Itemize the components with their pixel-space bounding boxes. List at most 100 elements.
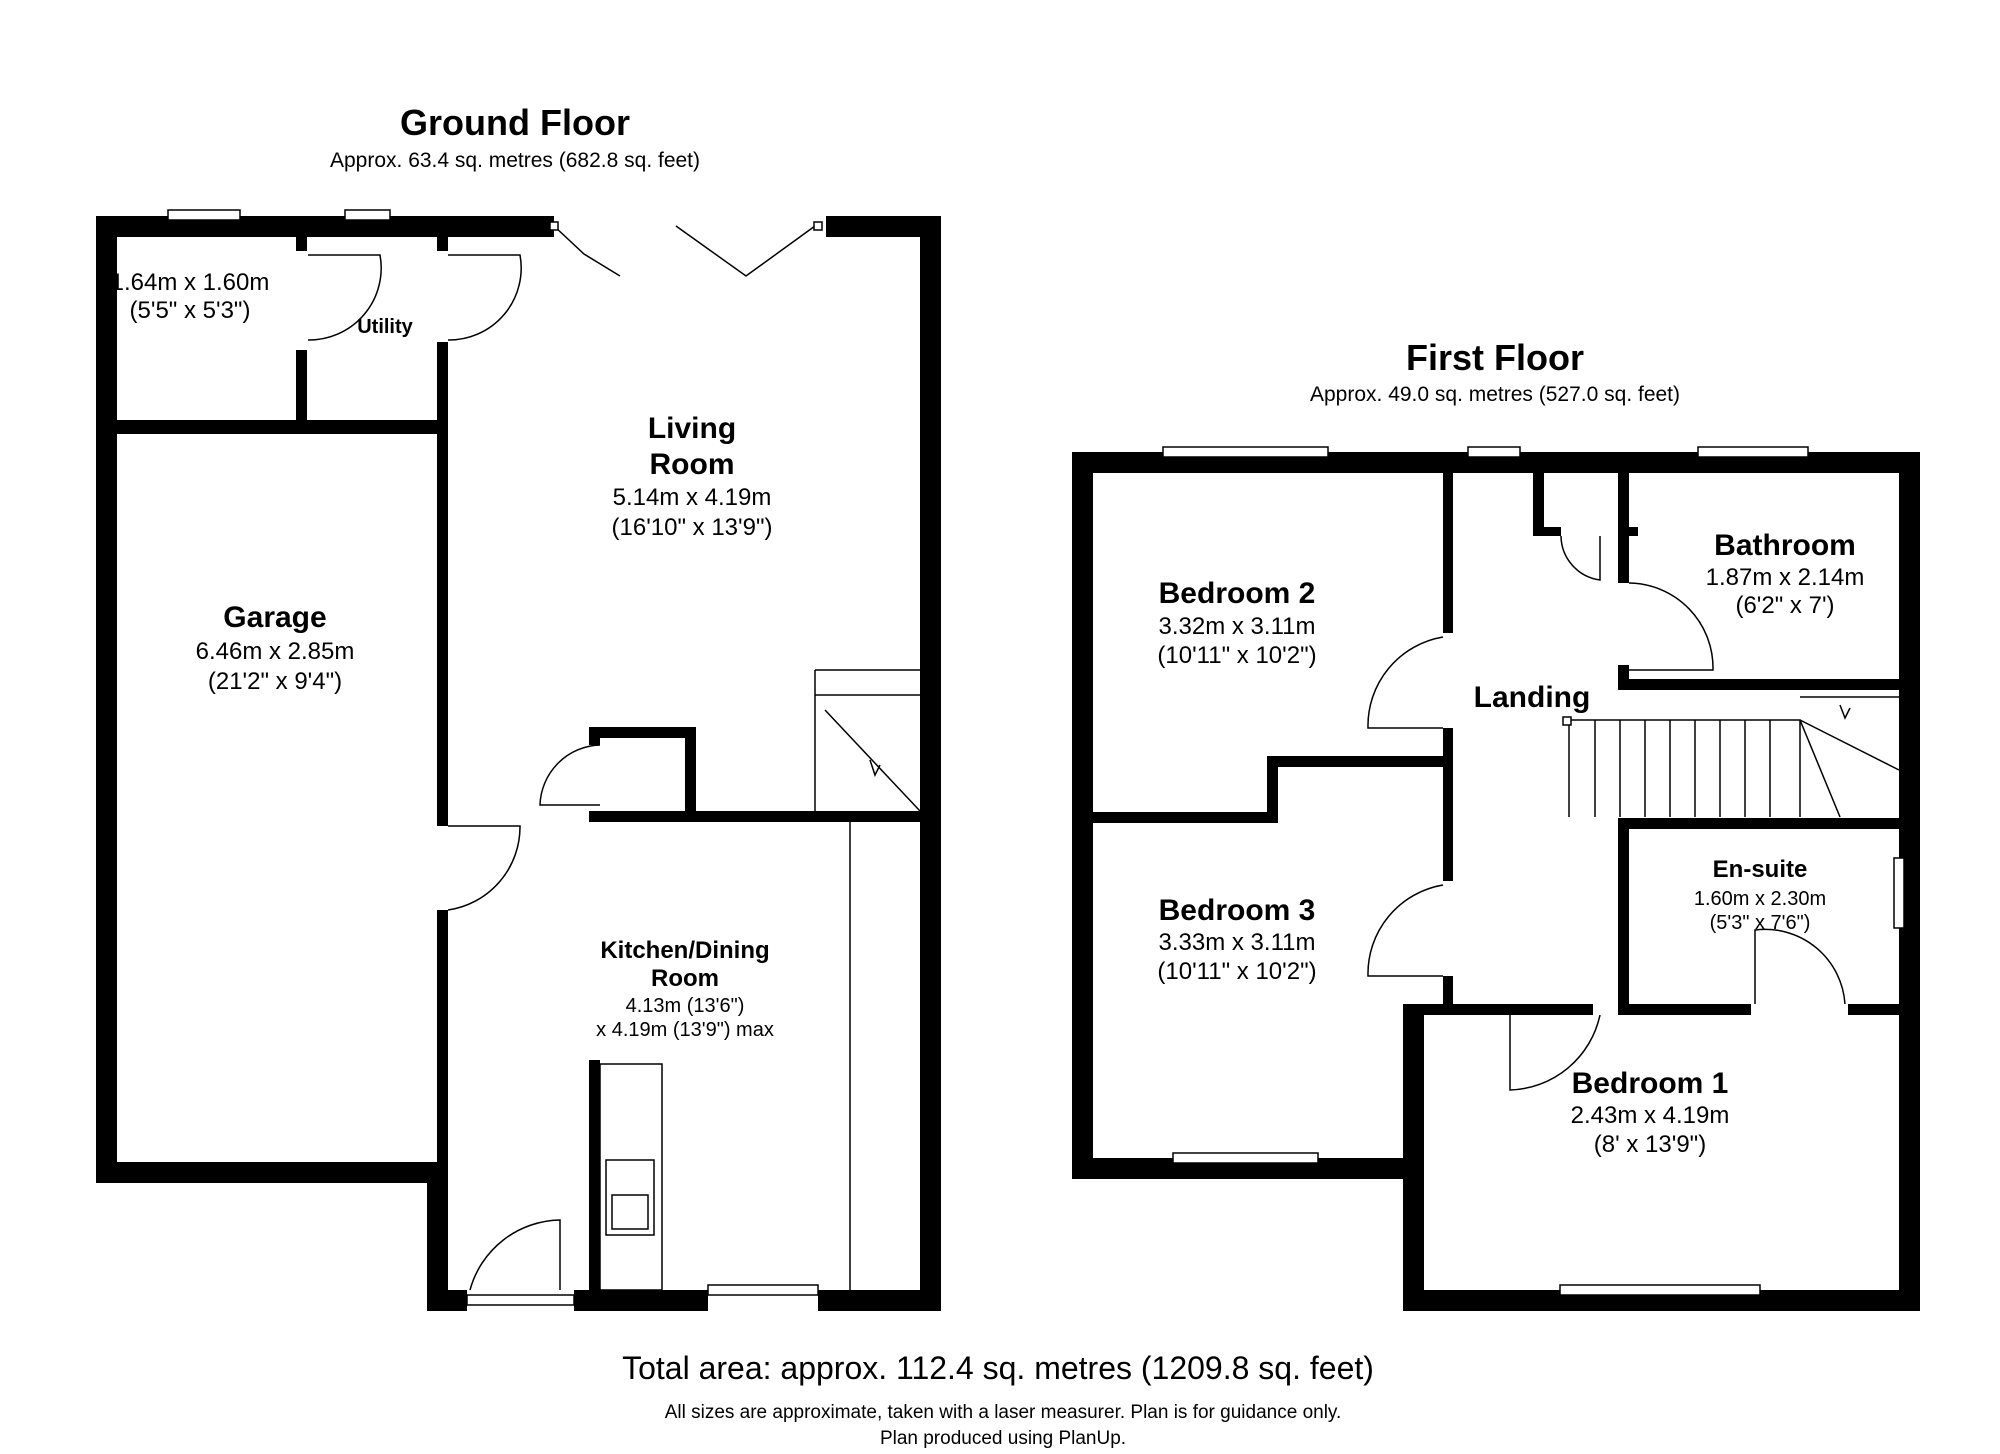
gf-window-1 [167,209,241,221]
ff-door-bed3 [1367,884,1444,977]
gf-door-garage [447,825,521,911]
ff-wall-cupboard-left [1533,473,1544,535]
gf-wall-bottom-b [574,1290,708,1311]
living-room-name-1: Living [648,412,736,445]
gf-door-cupboard [539,744,601,806]
bathroom-dim-ft: (6'2" x 7') [1735,592,1834,619]
gf-cupboard-right [685,727,696,822]
footer-note-2: Plan produced using PlanUp. [880,1428,1126,1449]
kitchen-dim-2: x 4.19m (13'9") max [596,1019,774,1041]
garage-name: Garage [223,601,326,634]
gf-kitchen-counter [599,1063,663,1291]
ff-door-bath [1628,582,1714,671]
gf-wall-bottom-c [818,1290,941,1311]
living-room-dim-m: 5.14m x 4.19m [613,484,772,511]
footer-note-1: All sizes are approximate, taken with a … [665,1402,1342,1423]
ff-wall-right [1899,452,1920,1311]
ff-window-bed3 [1172,1152,1319,1164]
first-floor-plan: First Floor Approx. 49.0 sq. metres (527… [1072,337,1920,1311]
ff-door-cupboard [1560,535,1601,581]
gf-wall-kitchen-top [589,811,941,822]
ff-wall-cupboard-bottom [1533,527,1561,536]
gf-wall-garage-lower [437,910,448,1170]
ff-wall-bed2-step-top [1267,756,1453,767]
ff-wall-bed3-right-low [1443,976,1453,1008]
gf-window-door [466,1294,575,1306]
utility-label: Utility [357,316,413,338]
gf-wall-left-lower [427,1162,448,1311]
footer: Total area: approx. 112.4 sq. metres (12… [622,1350,1374,1449]
ff-door-ensuite [1754,928,1846,1005]
gf-wall-bottom-a [427,1290,467,1311]
ff-wall-bed2-bottom [1093,812,1278,823]
gf-cupboard-top [589,727,696,738]
ff-window-landing [1467,446,1521,458]
kitchen-name-2: Room [651,965,719,992]
first-floor-title: First Floor [1406,337,1584,378]
gf-wall-store-utility [296,237,307,251]
store-dim-ft: (5'5" x 5'3") [130,297,251,324]
kitchen-dim-1: 4.13m (13'6") [626,995,745,1017]
ff-window-ensuite [1893,857,1905,929]
first-floor-area: Approx. 49.0 sq. metres (527.0 sq. feet) [1310,383,1680,406]
gf-wall-top-left [96,216,554,237]
garage-dim-m: 6.46m x 2.85m [196,638,355,665]
bathroom-dim-m: 1.87m x 2.14m [1706,564,1865,591]
ff-wall-bottom [1403,1290,1920,1311]
ff-wall-ensuite-bottom-r [1848,1004,1920,1015]
gf-wall-utility-right-top [437,237,448,251]
kitchen-name-1: Kitchen/Dining [600,937,769,964]
ff-wall-ensuite-bottom [1618,1004,1751,1015]
gf-sink-bowl [611,1194,649,1230]
gf-door-store [307,254,382,341]
gf-wall-left [96,216,117,1183]
gf-wall-top-right [826,216,941,237]
gf-stairs [814,669,921,812]
ff-wall-bath-bottom [1618,679,1920,690]
landing-name: Landing [1474,681,1591,714]
ground-floor-title: Ground Floor [400,102,630,143]
ensuite-name: En-suite [1713,856,1808,883]
bedroom1-dim-m: 2.43m x 4.19m [1571,1102,1730,1129]
gf-window-3 [707,1284,819,1296]
gf-wall-right [920,216,941,1311]
total-area: Total area: approx. 112.4 sq. metres (12… [622,1350,1374,1386]
ff-wall-bed1-left [1403,1008,1424,1311]
ff-wall-bath-left-b [1618,527,1638,536]
ff-wall-bottom-left [1072,1158,1417,1179]
ff-wall-bed2-right [1443,473,1453,633]
ff-door-bed1 [1509,1014,1601,1091]
gf-wall-store-utility-low [296,350,307,427]
ff-wall-left [1072,452,1093,1179]
ff-door-bed2 [1367,636,1444,729]
ff-wall-bath-left-low [1618,665,1629,685]
bedroom3-dim-m: 3.33m x 3.11m [1159,929,1316,956]
ff-window-bed1 [1559,1284,1761,1296]
gf-wall-utility-right [437,342,448,826]
ff-wall-bed2-right-low [1443,728,1453,763]
ff-wall-bed1-top [1403,1004,1593,1015]
bedroom2-dim-ft: (10'11" x 10'2") [1157,642,1316,669]
bedroom2-dim-m: 3.32m x 3.11m [1159,613,1316,640]
ff-wall-bed2-step [1267,756,1278,823]
ensuite-dim-ft: (5'3" x 7'6") [1710,912,1811,934]
bedroom3-dim-ft: (10'11" x 10'2") [1157,958,1316,985]
gf-bifold-door-left [553,225,621,277]
store-dim-m: 1.64m x 1.60m [111,269,270,296]
ff-wall-ensuite-top [1618,818,1920,829]
gf-bifold-jamb-left [549,221,559,231]
bathroom-name: Bathroom [1714,529,1856,562]
ground-floor-area: Approx. 63.4 sq. metres (682.8 sq. feet) [330,149,700,172]
living-room-name-2: Room [650,448,735,481]
ff-wall-ensuite-left [1618,818,1629,1015]
ff-wall-bed3-right [1443,756,1453,881]
living-room-dim-ft: (16'10" x 13'9") [612,514,773,541]
gf-window-2 [344,209,391,221]
bedroom2-name: Bedroom 2 [1159,577,1316,610]
gf-wall-garage-bottom [96,1162,441,1183]
bedroom3-name: Bedroom 3 [1159,894,1316,927]
ff-stairs [1562,696,1900,818]
ff-window-bed2 [1162,446,1329,458]
ground-floor-plan: Ground Floor Approx. 63.4 sq. metres (68… [96,102,941,1311]
ff-window-bath [1697,446,1809,458]
